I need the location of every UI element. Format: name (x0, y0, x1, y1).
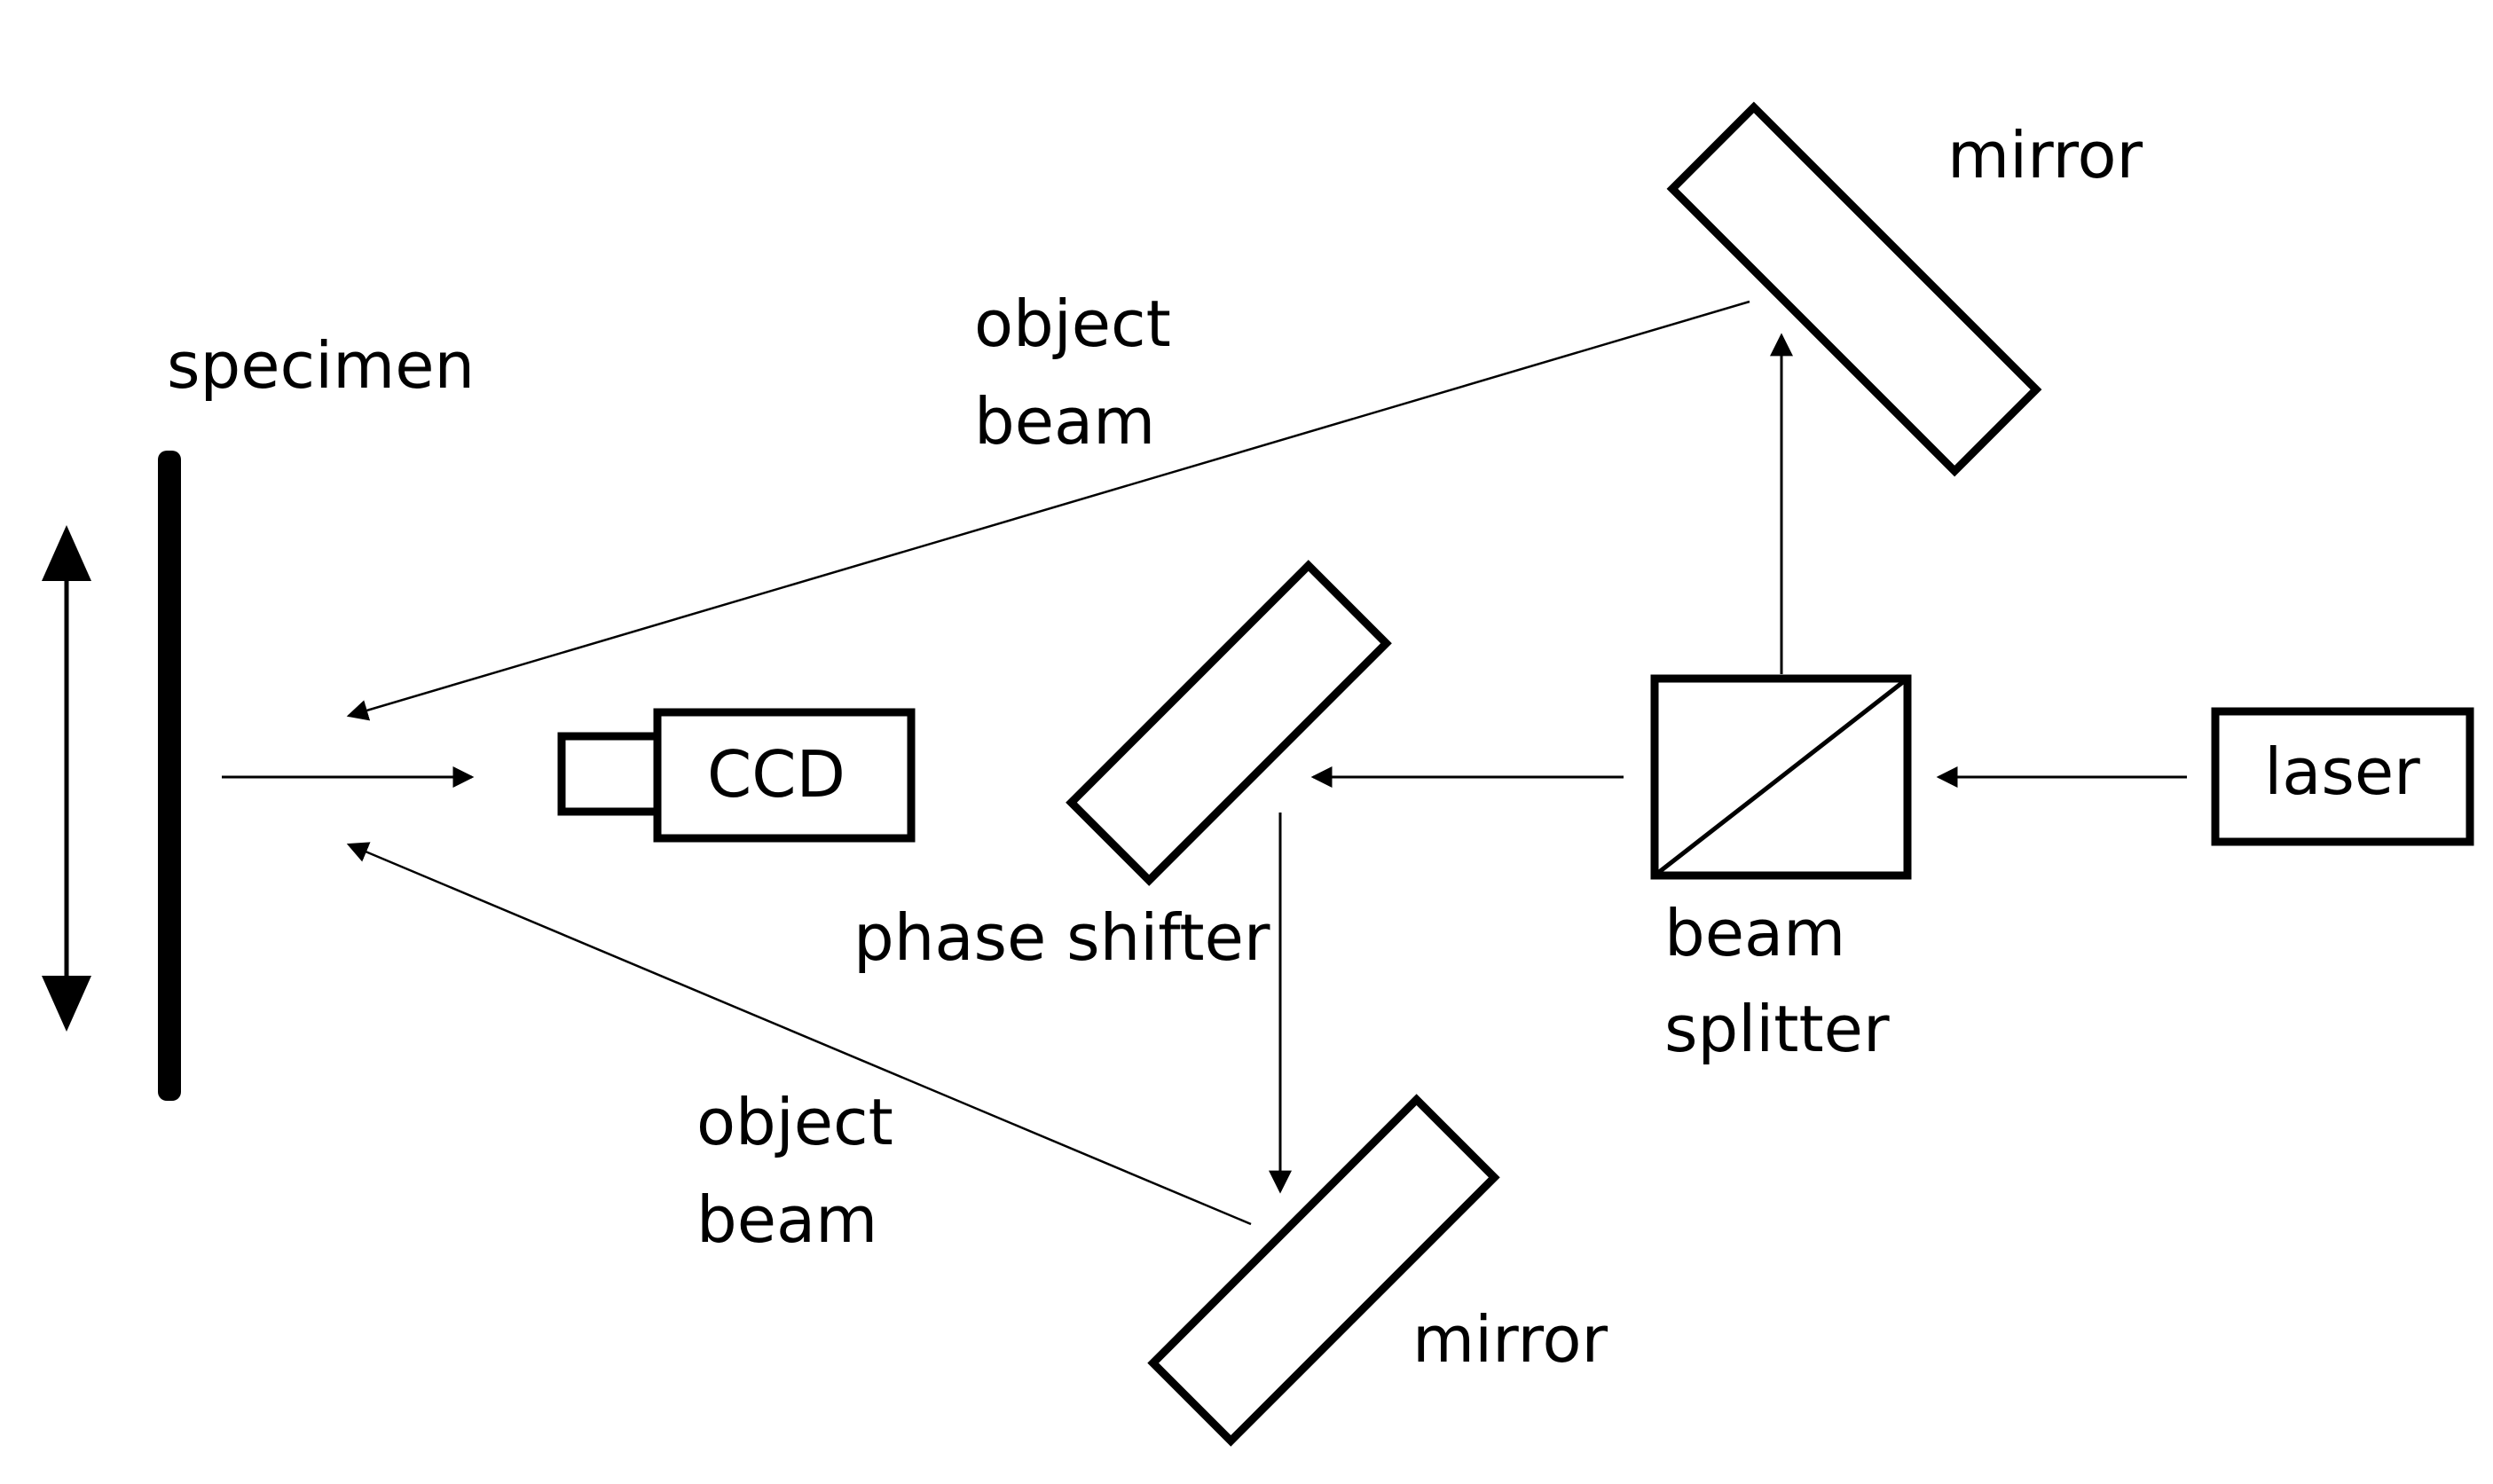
label-mirror-top: mirror (1947, 118, 2143, 192)
specimen-motion-arrow (42, 525, 91, 1032)
label-mirror-bottom: mirror (1412, 1302, 1608, 1377)
mirror-top (1666, 101, 2042, 477)
label-beam-splitter-line1: beam (1664, 896, 1845, 970)
label-object-beam-top-line2: beam (974, 384, 1155, 459)
beam-splitter (1650, 674, 1912, 880)
label-object-beam-bottom-line1: object (696, 1085, 893, 1159)
label-specimen: specimen (167, 328, 475, 403)
specimen-plate (158, 451, 181, 1101)
mirror-bottom (1147, 1094, 1500, 1447)
laser-box (2211, 707, 2474, 846)
label-object-beam-bottom-line2: beam (696, 1182, 877, 1257)
label-object-beam-top-line1: object (974, 287, 1171, 361)
object-beam-top (346, 300, 1750, 721)
object-beam-bottom (346, 842, 1252, 1226)
label-beam-splitter-line2: splitter (1664, 992, 1890, 1066)
ccd-camera (557, 708, 916, 843)
label-phase-shifter: phase shifter (853, 900, 1270, 975)
label-laser: laser (2264, 734, 2420, 809)
label-ccd: CCD (707, 737, 845, 812)
phase-shifter (1066, 560, 1392, 886)
